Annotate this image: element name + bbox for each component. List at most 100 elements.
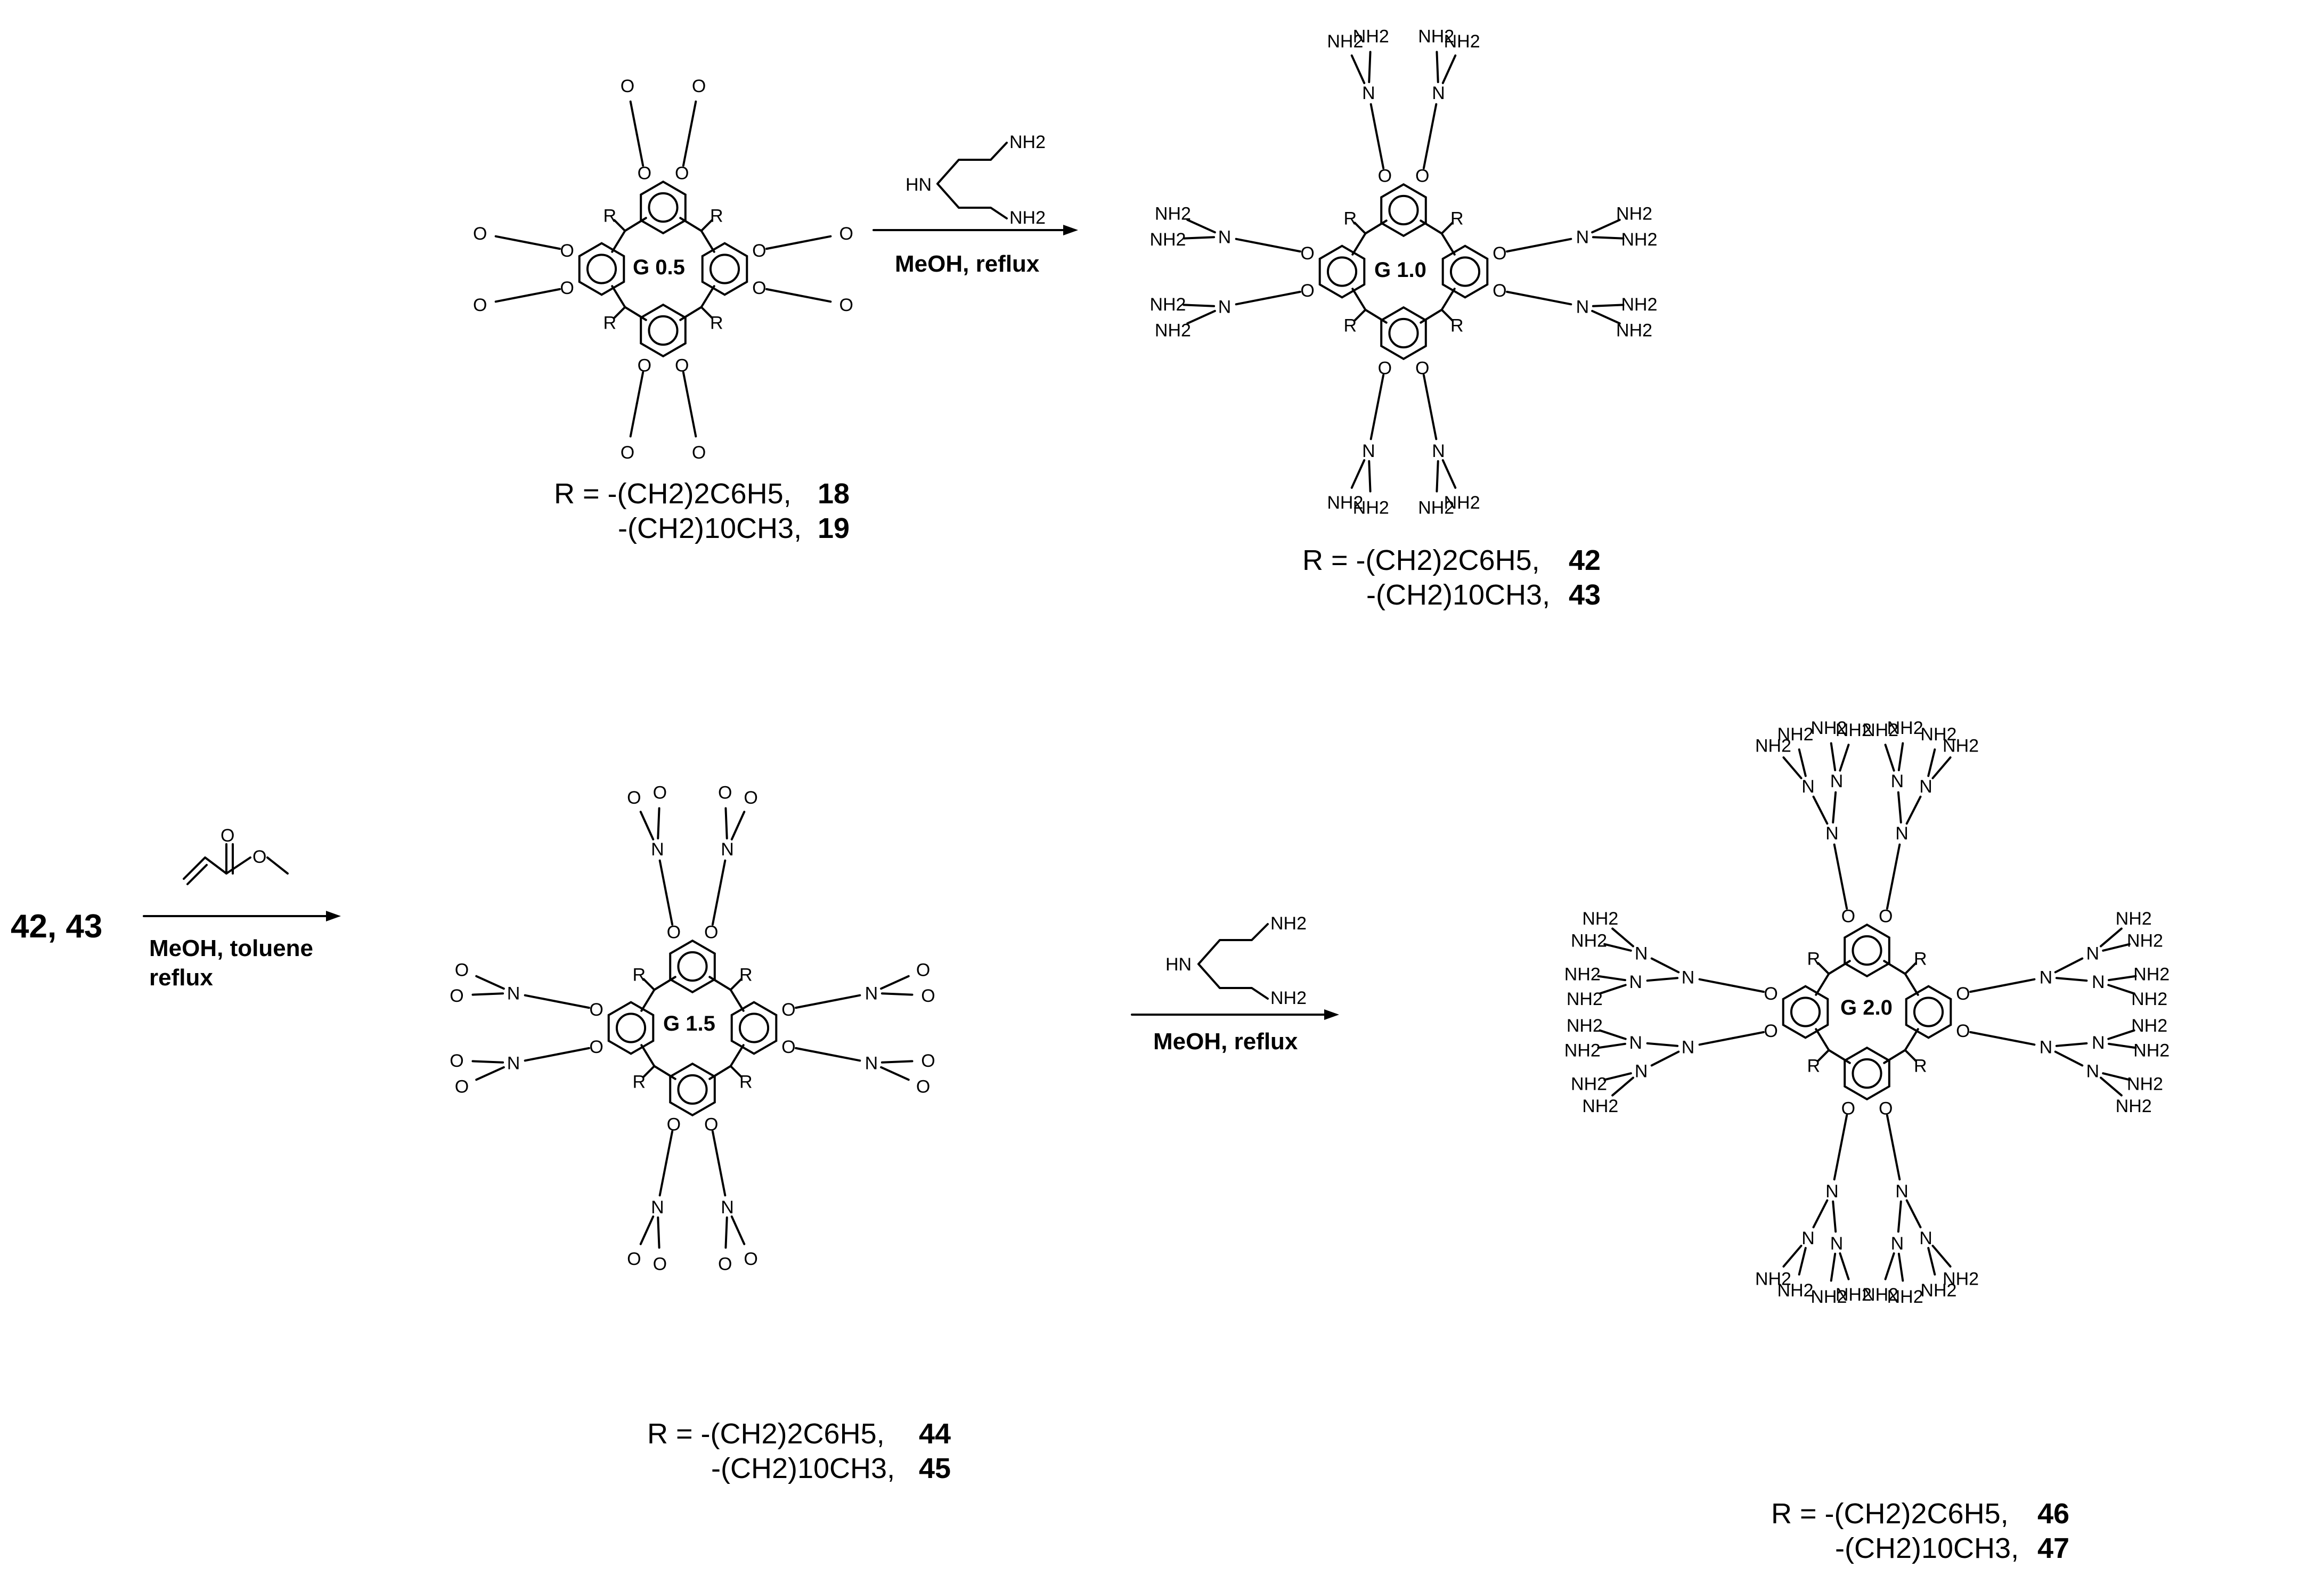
- bond: [1884, 1252, 1895, 1280]
- r-substituent: R: [603, 313, 616, 333]
- terminal-amine: NH2: [2133, 1041, 2170, 1061]
- amide-nitrogen: N: [1576, 297, 1589, 317]
- ether-oxygen: O: [1956, 984, 1970, 1004]
- terminal-amine: NH2: [1887, 1287, 1923, 1307]
- ester-group: O: [627, 788, 641, 808]
- r-substituent: R: [1343, 209, 1357, 229]
- ether-oxygen: O: [675, 164, 689, 184]
- r-line: R = -(CH2)2C6H5,: [1771, 1498, 2009, 1530]
- bond: [1817, 962, 1830, 975]
- bond: [639, 811, 655, 840]
- aromatic-circle: [615, 1013, 647, 1043]
- bond: [1603, 943, 1632, 952]
- r-substituent: R: [739, 1072, 753, 1092]
- ether-oxygen: O: [1493, 281, 1506, 301]
- aromatic-circle: [1852, 1058, 1882, 1089]
- terminal-amine: NH2: [2133, 964, 2170, 984]
- ether-oxygen: O: [1764, 1021, 1777, 1041]
- compound-number: 47: [2037, 1532, 2069, 1564]
- bond: [708, 1065, 732, 1080]
- generation-label: G 2.0: [1840, 996, 1893, 1019]
- amide-nitrogen: N: [1682, 1038, 1695, 1058]
- r-substituent: R: [1450, 209, 1464, 229]
- bond: [796, 235, 832, 244]
- ester-group: O: [473, 295, 487, 315]
- r-substituent: R: [739, 965, 753, 985]
- amide-nitrogen: N: [507, 1054, 520, 1074]
- bond: [1817, 1049, 1830, 1062]
- r-substituent: R: [1807, 949, 1820, 969]
- terminal-amine: NH2: [1862, 720, 1898, 740]
- bond: [658, 1161, 667, 1197]
- ether-oxygen: O: [638, 355, 651, 375]
- terminal-amine: NH2: [1582, 909, 1618, 929]
- bond: [1591, 309, 1621, 325]
- bond: [682, 371, 691, 405]
- aromatic-circle: [648, 192, 679, 223]
- bond: [1897, 742, 1904, 771]
- bond: [639, 1215, 655, 1245]
- compound-number: 18: [818, 478, 850, 510]
- benzene-ring: [730, 1001, 778, 1055]
- amide-nitrogen: N: [1629, 972, 1642, 992]
- bond: [1839, 876, 1848, 910]
- bond: [724, 1216, 728, 1249]
- bond: [665, 1130, 674, 1164]
- compound-number: 43: [1569, 579, 1601, 611]
- bond: [1353, 308, 1367, 322]
- ether-oxygen: O: [1378, 166, 1392, 186]
- bond: [1429, 103, 1438, 138]
- ether-oxygen: O: [752, 278, 766, 298]
- bond: [1828, 1049, 1851, 1064]
- bond: [1186, 309, 1216, 325]
- bond: [1897, 1253, 1904, 1282]
- r-line: R = -(CH2)2C6H5,: [554, 478, 792, 510]
- benzene-ring: [640, 180, 687, 235]
- amide-nitrogen: N: [1576, 227, 1589, 247]
- bond: [613, 306, 626, 319]
- ether-oxygen: O: [704, 1114, 718, 1134]
- compound-number: 42: [1569, 544, 1601, 576]
- bond: [2054, 1050, 2084, 1067]
- reagent-atom: NH2: [1270, 988, 1307, 1008]
- ester-group: O: [627, 1249, 641, 1269]
- bond: [611, 230, 626, 253]
- ester-group: O: [916, 1077, 930, 1097]
- bond: [653, 976, 676, 991]
- bond: [795, 1047, 828, 1056]
- bond: [1376, 136, 1385, 169]
- reagent-methyl-acrylate: O O: [183, 826, 289, 885]
- bond: [2102, 1072, 2131, 1081]
- bond: [688, 402, 697, 438]
- bond: [1440, 232, 1456, 256]
- step-3-conditions: MeOH, reflux: [1153, 1028, 1298, 1055]
- terminal-amine: NH2: [1777, 724, 1814, 745]
- terminal-amine: NH2: [1755, 1269, 1791, 1289]
- bond: [1698, 978, 1734, 987]
- benzene-ring: [1441, 244, 1489, 299]
- terminal-amine: NH2: [1836, 720, 1872, 740]
- ester-group: O: [921, 1051, 935, 1071]
- bond: [1798, 1247, 1807, 1276]
- bond: [1833, 1145, 1842, 1181]
- bond: [826, 1053, 861, 1062]
- reagent-atom: HN: [906, 175, 932, 195]
- terminal-amine: NH2: [1564, 964, 1601, 984]
- bond: [1592, 304, 1625, 307]
- bond: [1440, 308, 1454, 322]
- amide-nitrogen: N: [2086, 1061, 2100, 1081]
- aromatic-circle: [586, 254, 617, 284]
- bond: [1441, 459, 1457, 489]
- bond: [1369, 103, 1379, 138]
- bond: [1904, 1028, 1919, 1051]
- ether-oxygen: O: [1415, 166, 1429, 186]
- terminal-amine: NH2: [1755, 736, 1791, 756]
- bond: [1364, 219, 1388, 235]
- bond: [1597, 975, 1626, 982]
- aromatic-circle: [738, 1013, 770, 1043]
- amide-nitrogen: N: [1825, 823, 1839, 844]
- bond: [717, 1161, 727, 1197]
- ester-group: O: [450, 986, 463, 1006]
- bond: [700, 285, 715, 308]
- bond: [1646, 977, 1679, 982]
